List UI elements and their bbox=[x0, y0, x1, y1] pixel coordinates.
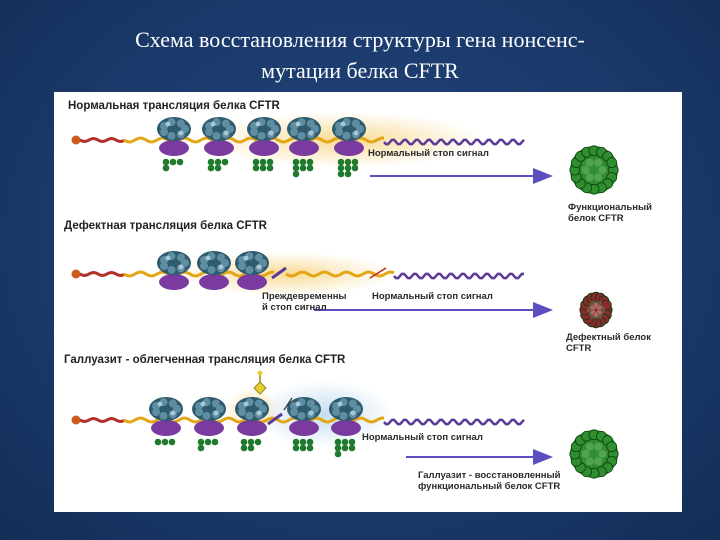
functional-protein bbox=[569, 145, 619, 195]
gallazit-stop-label: Нормальный стоп сигнал bbox=[362, 432, 483, 443]
ribosome-2-2 bbox=[197, 251, 231, 290]
mrna-5prime-2 bbox=[79, 271, 125, 277]
peptide-1-2 bbox=[207, 158, 229, 172]
premature-stop-label: Преждевременны й стоп сигнал bbox=[262, 291, 347, 313]
normal-stop-label: Нормальный стоп сигнал bbox=[368, 148, 489, 159]
peptide-3-5 bbox=[334, 438, 356, 458]
section-gallazit-label: Галлуазит - облегченная трансляция белка… bbox=[64, 354, 346, 366]
defective-protein bbox=[579, 291, 613, 329]
mrna-cap-2 bbox=[71, 269, 81, 279]
slide-title-line-1: Схема восстановления структуры гена нонс… bbox=[135, 27, 585, 52]
section-normal-label: Нормальная трансляция белка CFTR bbox=[68, 100, 280, 112]
mrna-cap-3 bbox=[71, 415, 81, 425]
mrna-5prime-1 bbox=[79, 137, 125, 143]
ribosome-1-5 bbox=[332, 117, 366, 156]
restored-protein bbox=[569, 429, 619, 479]
mrna-3prime-2 bbox=[393, 272, 524, 280]
readthrough-stop-codon bbox=[267, 412, 283, 426]
ribosome-2-1 bbox=[157, 251, 191, 290]
ribosome-1-1 bbox=[157, 117, 191, 156]
ribosome-1-2 bbox=[202, 117, 236, 156]
premature-stop-codon bbox=[271, 266, 287, 280]
peptide-1-4 bbox=[292, 158, 314, 178]
peptide-3-3 bbox=[240, 438, 262, 452]
ribosome-3-2 bbox=[192, 397, 226, 436]
ribosome-3-5 bbox=[329, 397, 363, 436]
peptide-3-2 bbox=[197, 438, 219, 452]
peptide-1-1 bbox=[162, 158, 184, 172]
diagram-artwork bbox=[71, 112, 619, 479]
normal-stop-mark-2 bbox=[369, 267, 387, 279]
diagram-panel: Нормальная трансляция белка CFTR Нормаль… bbox=[54, 92, 682, 512]
section-defective-label: Дефектная трансляция белка CFTR bbox=[64, 220, 267, 232]
ribosome-3-4 bbox=[287, 397, 321, 436]
defective-protein-label: Дефектный белок CFTR bbox=[566, 332, 651, 354]
gallazit-pointer bbox=[283, 397, 293, 411]
functional-protein-label: Функциональный белок CFTR bbox=[568, 202, 652, 224]
mrna-3prime-1 bbox=[383, 138, 525, 146]
restored-protein-label: Галлуазит - восстановленный функциональн… bbox=[418, 470, 561, 492]
peptide-1-5 bbox=[337, 158, 359, 178]
ribosome-2-3 bbox=[235, 251, 269, 290]
mrna-cap-1 bbox=[71, 135, 81, 145]
ribosome-1-4 bbox=[287, 117, 321, 156]
peptide-3-4 bbox=[292, 438, 314, 452]
mrna-3prime-3 bbox=[383, 418, 525, 426]
slide-title-line-2: мутации белка CFTR bbox=[261, 58, 459, 83]
ribosome-3-3 bbox=[235, 397, 269, 436]
gallazit-molecule bbox=[253, 370, 267, 395]
slide-title: Схема восстановления структуры гена нонс… bbox=[60, 24, 660, 86]
peptide-1-3 bbox=[252, 158, 274, 172]
ribosome-1-3 bbox=[247, 117, 281, 156]
mrna-5prime-3 bbox=[79, 417, 125, 423]
peptide-3-1 bbox=[154, 438, 176, 446]
defective-normal-stop-label: Нормальный стоп сигнал bbox=[372, 291, 493, 302]
ribosome-3-1 bbox=[149, 397, 183, 436]
